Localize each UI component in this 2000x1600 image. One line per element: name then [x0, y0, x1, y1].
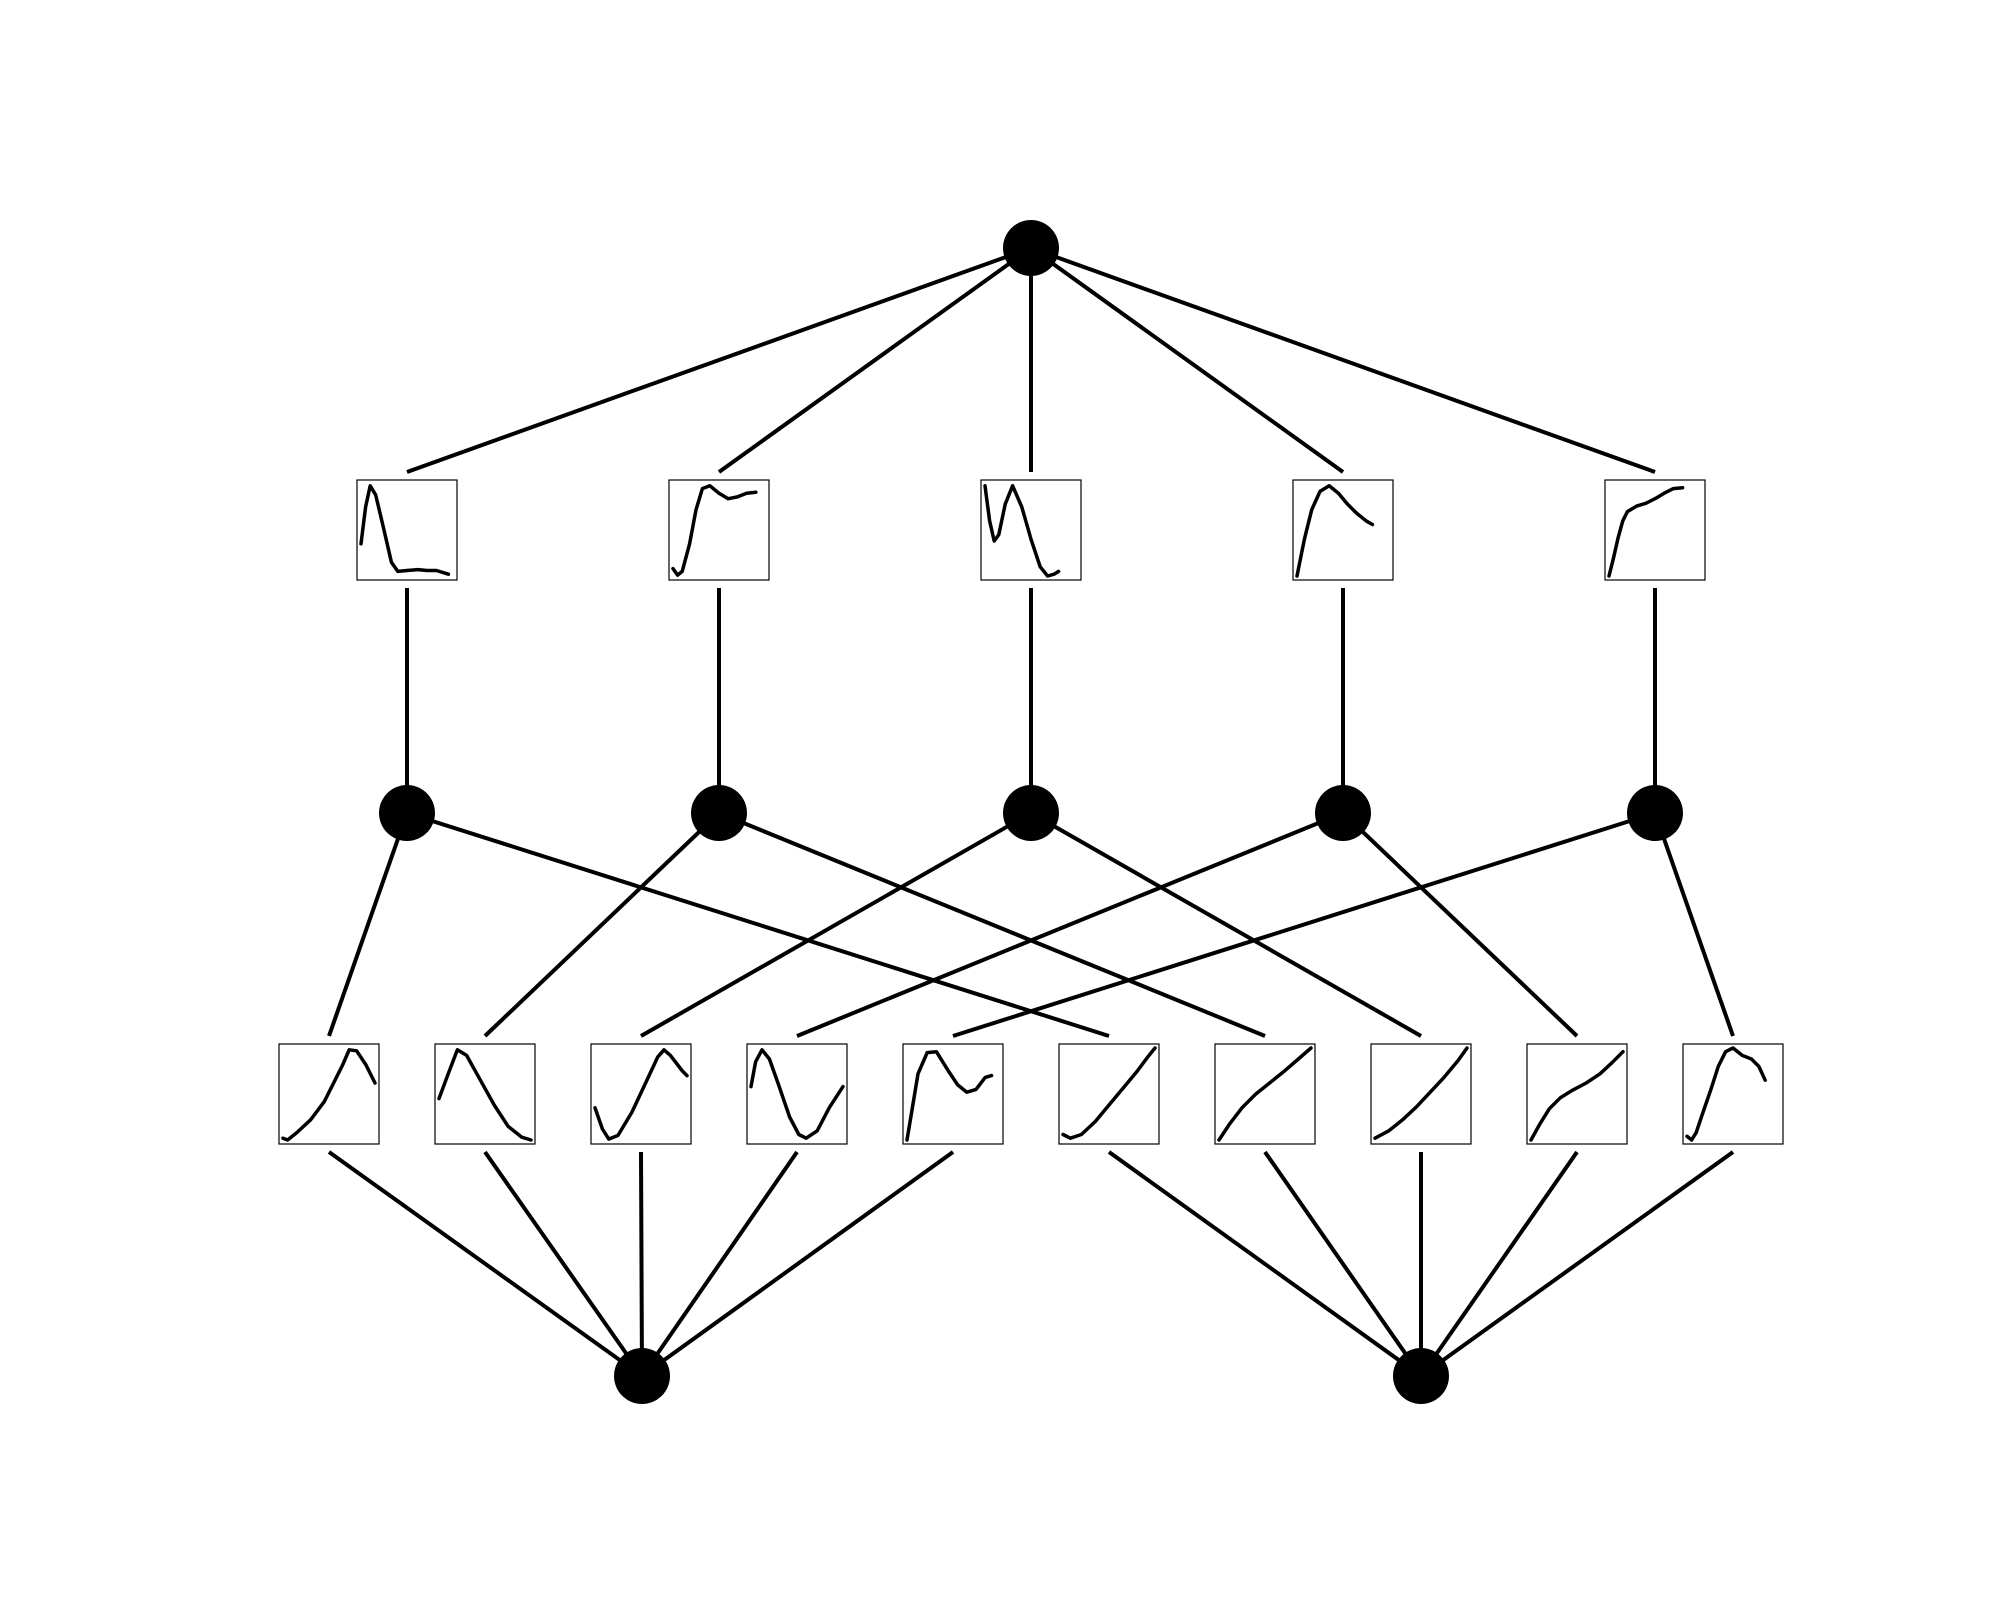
- activation-curve: [905, 1049, 994, 1142]
- edge-input-to-box: [1263, 1150, 1423, 1378]
- edge-box-to-hidden: [718, 811, 1266, 1038]
- activation-box-frame: [434, 1043, 536, 1145]
- activation-curve: [1529, 1049, 1625, 1142]
- activation-box-layer2: [980, 479, 1082, 581]
- activation-box-frame: [668, 479, 770, 581]
- hidden-node: [379, 785, 435, 841]
- edge-box-to-output: [1029, 246, 1345, 474]
- activation-box-layer1: [902, 1043, 1004, 1145]
- edge-input-to-box: [327, 1150, 644, 1378]
- activation-curve: [281, 1048, 377, 1142]
- activation-box-layer1: [746, 1043, 848, 1145]
- output-node: [1003, 220, 1059, 276]
- activation-curve: [1295, 484, 1375, 578]
- activation-boxes-group: [278, 479, 1784, 1145]
- hidden-node: [691, 785, 747, 841]
- activation-box-layer1: [278, 1043, 380, 1145]
- activation-curve: [1607, 485, 1685, 578]
- edge-box-to-hidden: [1653, 812, 1735, 1037]
- activation-box-frame: [1370, 1043, 1472, 1145]
- edge-input-to-box: [483, 1150, 644, 1378]
- activation-box-layer2: [668, 479, 770, 581]
- activation-curve: [1685, 1046, 1767, 1142]
- activation-box-layer1: [1214, 1043, 1316, 1145]
- edge-input-to-box: [1107, 1150, 1423, 1378]
- activation-box-frame: [980, 479, 1082, 581]
- edge-box-to-output: [717, 246, 1033, 474]
- edge-input-to-box: [1419, 1150, 1735, 1378]
- activation-box-layer2: [1604, 479, 1706, 581]
- activation-box-layer1: [1526, 1043, 1628, 1145]
- edge-box-to-hidden: [327, 812, 409, 1037]
- activation-curve: [1061, 1046, 1157, 1140]
- activation-curve: [593, 1048, 689, 1141]
- input-node: [614, 1348, 670, 1404]
- edge-box-to-hidden: [1030, 811, 1422, 1038]
- activation-box-frame: [1526, 1043, 1628, 1145]
- edge-box-to-output: [406, 246, 1032, 474]
- edge-input-to-box: [640, 1150, 955, 1378]
- activation-curve: [1217, 1046, 1313, 1142]
- edge-input-to-box: [639, 1151, 644, 1377]
- activation-box-layer2: [356, 479, 458, 581]
- activation-curve: [983, 484, 1061, 578]
- activation-curve: [437, 1048, 533, 1142]
- activation-box-layer1: [1370, 1043, 1472, 1145]
- activation-box-frame: [902, 1043, 1004, 1145]
- edge-box-to-hidden: [796, 811, 1344, 1038]
- activation-box-frame: [1058, 1043, 1160, 1145]
- activation-curve: [359, 484, 451, 576]
- edge-box-to-hidden: [406, 811, 1110, 1038]
- edge-box-to-output: [1030, 246, 1656, 474]
- activation-curve: [749, 1048, 845, 1140]
- input-node: [1393, 1348, 1449, 1404]
- activation-curve: [671, 484, 758, 577]
- activation-box-layer1: [1682, 1043, 1784, 1145]
- hidden-node: [1003, 785, 1059, 841]
- activation-box-layer1: [590, 1043, 692, 1145]
- activation-box-frame: [356, 479, 458, 581]
- edge-box-to-hidden: [1341, 811, 1579, 1038]
- activation-curve: [1373, 1046, 1469, 1140]
- activation-box-layer2: [1292, 479, 1394, 581]
- activation-box-layer1: [434, 1043, 536, 1145]
- edge-input-to-box: [1419, 1150, 1579, 1378]
- edge-box-to-hidden: [640, 811, 1032, 1038]
- edges-group: [327, 246, 1735, 1378]
- nodes-group: [379, 220, 1683, 1404]
- hidden-node: [1627, 785, 1683, 841]
- edge-box-to-hidden: [483, 811, 721, 1038]
- activation-box-layer1: [1058, 1043, 1160, 1145]
- hidden-node: [1315, 785, 1371, 841]
- edge-box-to-hidden: [952, 811, 1656, 1038]
- edge-input-to-box: [640, 1150, 799, 1378]
